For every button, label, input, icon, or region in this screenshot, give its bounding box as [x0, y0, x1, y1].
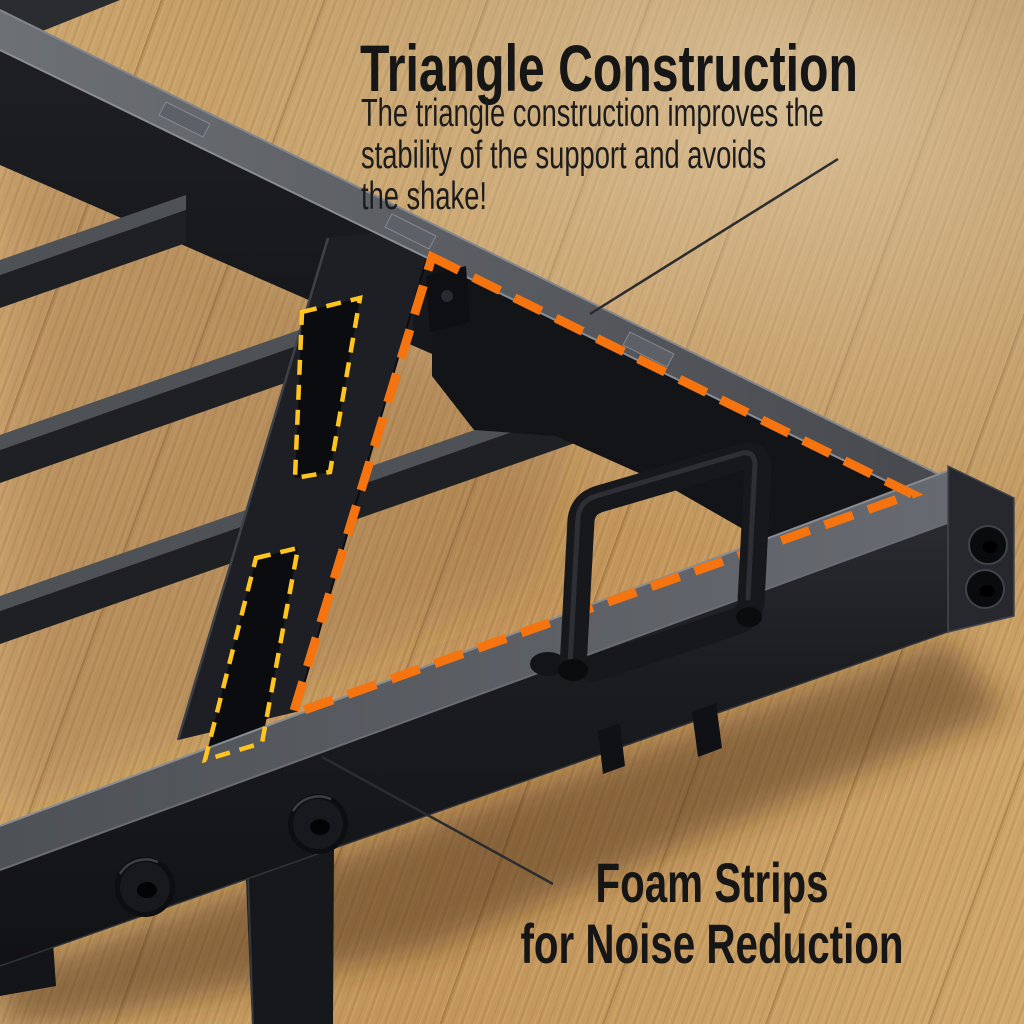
- bracket-bolt: [441, 290, 453, 302]
- handle: [530, 442, 772, 683]
- slat-junction-notches: [158, 101, 675, 368]
- support-peg: [598, 723, 625, 774]
- foam-strip-highlight-lower: [201, 545, 301, 764]
- rail-end-cap: [947, 464, 1015, 633]
- screw-hole: [288, 794, 348, 854]
- foam-strip-highlight-upper: [292, 295, 363, 481]
- foam-strips-callout: Foam Strips for Noise Reduction: [502, 852, 922, 974]
- end-cap-grommet: [965, 569, 1005, 609]
- triangle-callout-leader-line: [589, 157, 839, 316]
- triangle-callout-title: Triangle Construction: [360, 31, 858, 105]
- screw-hole: [115, 857, 175, 917]
- triangle-construction-highlight: [286, 250, 924, 722]
- foam-callout-leader-line: [321, 755, 554, 886]
- triangle-callout-body: The triangle construction improves the s…: [361, 93, 824, 218]
- triangle-callout-body-line: the shake!: [361, 175, 487, 218]
- foam-strip-lower: [205, 548, 298, 760]
- corner-interior-shadow: [432, 258, 925, 584]
- triangle-callout-body-line: stability of the support and avoids: [361, 133, 767, 177]
- support-peg: [692, 703, 722, 757]
- far-slat-corner: [0, 0, 120, 52]
- foam-strip-upper: [295, 298, 360, 478]
- front-leg: [246, 848, 334, 1024]
- end-cap-grommet: [968, 525, 1008, 565]
- triangle-callout-body-line: The triangle construction improves the: [361, 92, 824, 135]
- foam-strips-callout-line: for Noise Reduction: [520, 912, 904, 975]
- foam-strips-callout-line: Foam Strips: [595, 851, 829, 914]
- handle-foot: [558, 659, 588, 681]
- handle-foot: [736, 607, 762, 627]
